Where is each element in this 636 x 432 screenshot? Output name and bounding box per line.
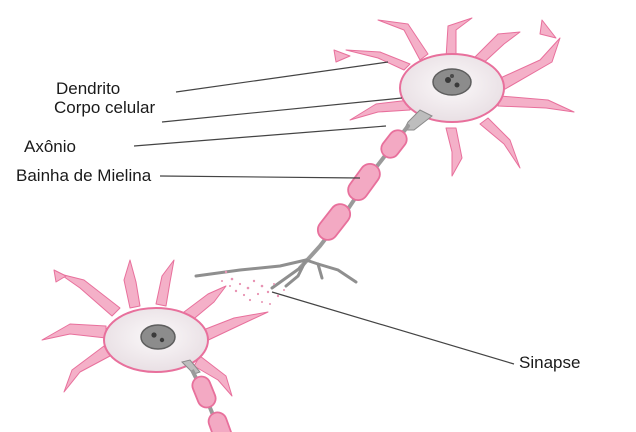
leader-bainha [160,176,360,178]
lower-nucleus [141,325,175,349]
label-corpo-celular: Corpo celular [54,99,164,117]
label-dendrito: Dendrito [56,80,120,98]
label-sinapse: Sinapse [519,354,580,372]
axon-terminals [196,260,356,288]
myelin-sheath [314,127,411,244]
synapse-vesicles [221,271,285,305]
leader-dendrito [176,62,388,92]
leader-sinapse [272,292,514,364]
label-axonio: Axônio [24,138,76,156]
upper-nucleus [433,69,471,95]
label-bainha-de-mielina: Bainha de Mielina [16,167,176,185]
leader-axonio [134,126,386,146]
